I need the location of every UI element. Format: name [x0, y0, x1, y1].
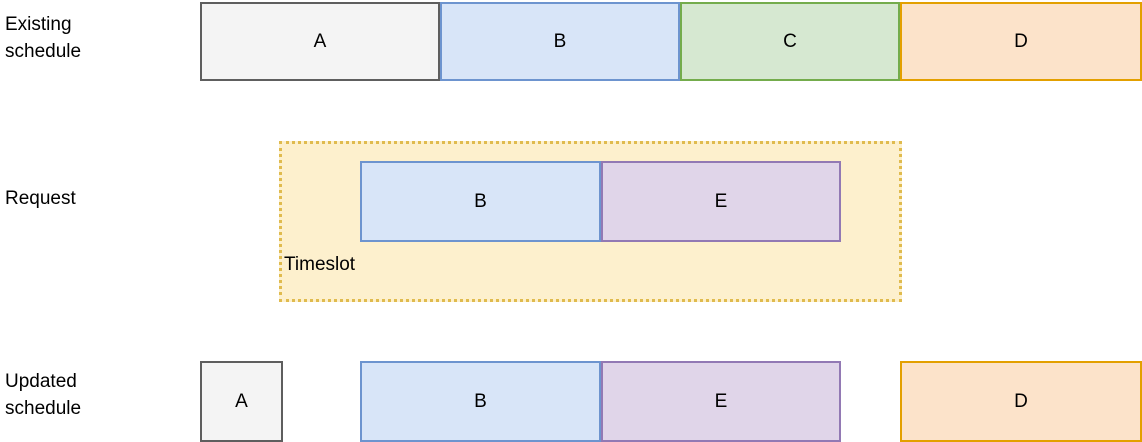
request-block-b[interactable]: B [360, 161, 601, 242]
row-label-updated-schedule: Updated schedule [5, 371, 82, 419]
timeslot-label: Timeslot [284, 254, 356, 275]
existing-schedule-block-b[interactable]: B [440, 2, 680, 81]
request-block-e[interactable]: E [601, 161, 841, 242]
existing-schedule-block-a[interactable]: A [200, 2, 440, 81]
updated-schedule-block-e[interactable]: E [601, 361, 841, 442]
updated-schedule-block-a[interactable]: A [200, 361, 283, 442]
block-label: A [313, 31, 327, 52]
block-label: C [783, 31, 797, 52]
existing-schedule-block-d[interactable]: D [900, 2, 1142, 81]
existing-schedule-block-c[interactable]: C [680, 2, 900, 81]
updated-schedule-block-d[interactable]: D [900, 361, 1142, 442]
updated-schedule-block-b[interactable]: B [360, 361, 601, 442]
row-label-existing-schedule: Existing schedule [5, 14, 82, 62]
block-label: B [553, 31, 567, 52]
block-label: B [474, 191, 487, 212]
block-label: B [474, 391, 487, 412]
block-label: A [235, 391, 248, 412]
block-label: E [714, 191, 728, 212]
block-label: D [1014, 31, 1028, 52]
block-label: D [1014, 391, 1028, 412]
row-label-request: Request [5, 188, 76, 209]
block-label: E [714, 391, 728, 412]
